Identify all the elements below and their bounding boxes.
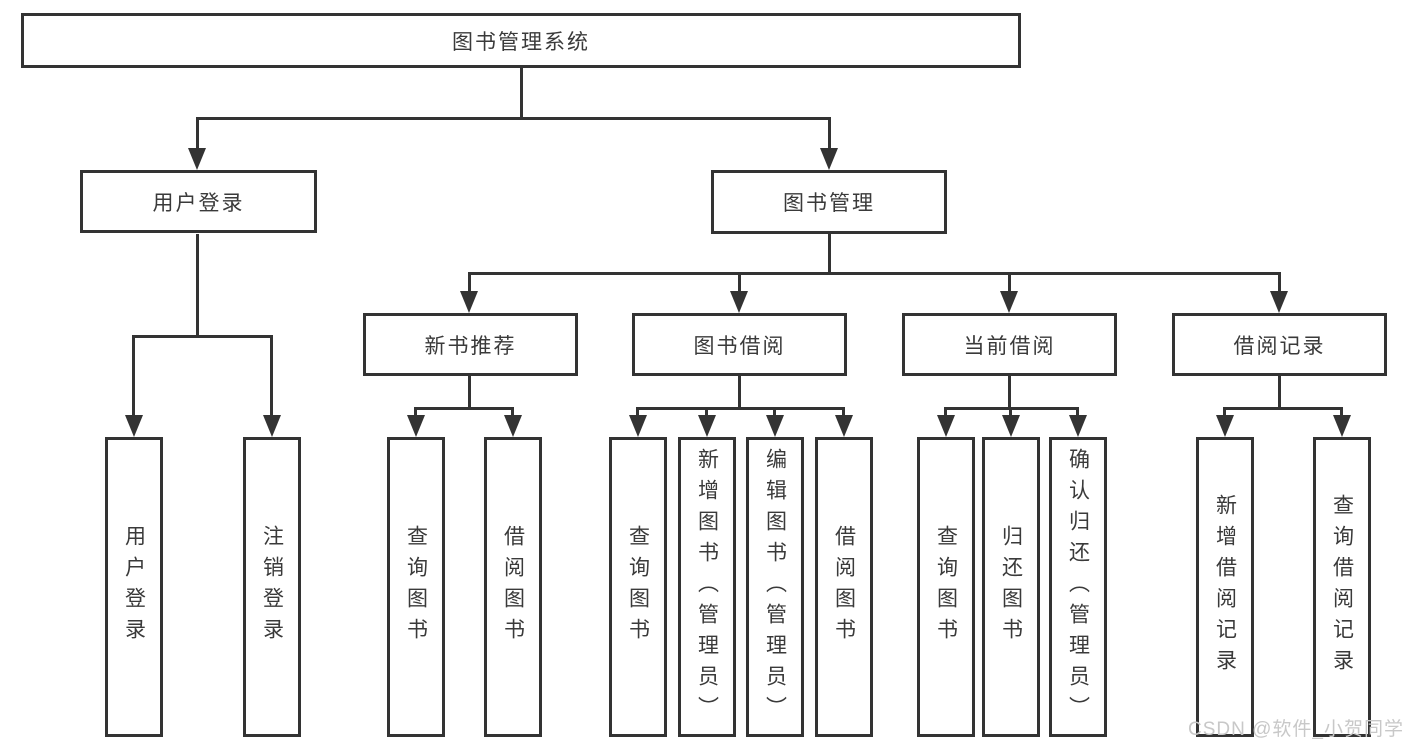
leaf-query-borrow-record-label: 查询借阅记录 bbox=[1330, 494, 1354, 680]
edge-book-borrow-rail bbox=[636, 407, 845, 410]
node-borrow-records: 借阅记录 bbox=[1172, 313, 1387, 376]
csdn-watermark: CSDN @软件_小贺同学 bbox=[1188, 719, 1404, 740]
node-user-login-label: 用户登录 bbox=[152, 191, 245, 215]
node-new-book-recommend: 新书推荐 bbox=[363, 313, 578, 376]
arrow-down-icon bbox=[1000, 291, 1018, 313]
edge-leaf-drop bbox=[1009, 407, 1012, 417]
arrow-down-icon bbox=[1002, 415, 1020, 437]
arrow-down-icon bbox=[937, 415, 955, 437]
arrow-down-icon bbox=[1270, 291, 1288, 313]
edge-book-mgmt-drop bbox=[828, 117, 831, 150]
leaf-borrow-books-label: 借阅图书 bbox=[832, 525, 856, 649]
edge-leaf-drop bbox=[842, 407, 845, 417]
edge-borrow-records-rail bbox=[1223, 407, 1343, 410]
arrow-down-icon bbox=[766, 415, 784, 437]
arrow-down-icon bbox=[504, 415, 522, 437]
edge-leaf-drop bbox=[1076, 407, 1079, 417]
arrow-down-icon bbox=[1069, 415, 1087, 437]
edge-leaf-drop bbox=[944, 407, 947, 417]
arrow-down-icon bbox=[188, 148, 206, 170]
arrow-down-icon bbox=[407, 415, 425, 437]
edge-leaf-drop bbox=[705, 407, 708, 417]
edge-user-login-stem bbox=[196, 234, 199, 338]
leaf-user-login: 用户登录 bbox=[105, 437, 163, 737]
leaf-borrow-books: 借阅图书 bbox=[484, 437, 542, 737]
leaf-borrow-books-label: 借阅图书 bbox=[501, 525, 525, 649]
leaf-query-books: 查询图书 bbox=[917, 437, 975, 737]
leaf-query-books: 查询图书 bbox=[609, 437, 667, 737]
leaf-confirm-return-admin: 确认归还（管理员） bbox=[1049, 437, 1107, 737]
edge-leaf-drop bbox=[773, 407, 776, 417]
edge-leaf-drop bbox=[511, 407, 514, 417]
leaf-query-books: 查询图书 bbox=[387, 437, 445, 737]
arrow-down-icon bbox=[820, 148, 838, 170]
edge-leaf-drop bbox=[1340, 407, 1343, 417]
leaf-return-books: 归还图书 bbox=[982, 437, 1040, 737]
arrow-down-icon bbox=[263, 415, 281, 437]
leaf-add-borrow-record-label: 新增借阅记录 bbox=[1213, 494, 1237, 680]
node-book-management: 图书管理 bbox=[711, 170, 947, 234]
arrow-down-icon bbox=[698, 415, 716, 437]
arrow-down-icon bbox=[629, 415, 647, 437]
node-root-label: 图书管理系统 bbox=[452, 30, 590, 54]
leaf-query-books-label: 查询图书 bbox=[404, 525, 428, 649]
edge-borrow-records-drop bbox=[1278, 272, 1281, 293]
leaf-edit-books-admin: 编辑图书（管理员） bbox=[746, 437, 804, 737]
leaf-logout-label: 注销登录 bbox=[260, 525, 284, 649]
arrow-down-icon bbox=[125, 415, 143, 437]
node-book-borrow-label: 图书借阅 bbox=[693, 334, 786, 358]
edge-new-book-drop bbox=[468, 272, 471, 293]
leaf-query-borrow-record: 查询借阅记录 bbox=[1313, 437, 1371, 737]
leaf-query-books-label: 查询图书 bbox=[934, 525, 958, 649]
leaf-confirm-return-admin-label: 确认归还（管理员） bbox=[1066, 447, 1090, 727]
arrow-down-icon bbox=[1216, 415, 1234, 437]
leaf-add-books-admin: 新增图书（管理员） bbox=[678, 437, 736, 737]
edge-root-stem bbox=[520, 68, 523, 120]
edge-user-login-drop bbox=[196, 117, 199, 150]
node-borrow-records-label: 借阅记录 bbox=[1233, 334, 1326, 358]
edge-leaf-drop bbox=[1223, 407, 1226, 417]
edge-new-book-rail bbox=[414, 407, 514, 410]
arrow-down-icon bbox=[1333, 415, 1351, 437]
edge-book-borrow-stem bbox=[738, 376, 741, 410]
node-book-management-label: 图书管理 bbox=[783, 192, 875, 215]
edge-user-leaf2-drop bbox=[270, 335, 273, 417]
node-new-book-recommend-label: 新书推荐 bbox=[424, 334, 517, 358]
edge-leaf-drop bbox=[414, 407, 417, 417]
edge-new-book-stem bbox=[468, 376, 471, 410]
edge-leaf-drop bbox=[636, 407, 639, 417]
leaf-add-borrow-record: 新增借阅记录 bbox=[1196, 437, 1254, 737]
edge-book-mgmt-stem bbox=[828, 234, 831, 275]
leaf-edit-books-admin-label: 编辑图书（管理员） bbox=[763, 447, 787, 727]
leaf-logout: 注销登录 bbox=[243, 437, 301, 737]
leaf-add-books-admin-label: 新增图书（管理员） bbox=[695, 447, 719, 727]
edge-level2-rail bbox=[196, 117, 831, 120]
edge-borrow-records-stem bbox=[1278, 376, 1281, 410]
node-book-borrow: 图书借阅 bbox=[632, 313, 847, 376]
arrow-down-icon bbox=[730, 291, 748, 313]
edge-level3-rail bbox=[468, 272, 1281, 275]
leaf-return-books-label: 归还图书 bbox=[999, 525, 1023, 649]
edge-user-leaves-rail bbox=[132, 335, 273, 338]
edge-user-leaf1-drop bbox=[132, 335, 135, 417]
arrow-down-icon bbox=[835, 415, 853, 437]
leaf-borrow-books: 借阅图书 bbox=[815, 437, 873, 737]
leaf-query-books-label: 查询图书 bbox=[626, 525, 650, 649]
leaf-user-login-label: 用户登录 bbox=[122, 525, 146, 649]
node-current-borrow-label: 当前借阅 bbox=[963, 334, 1056, 358]
node-current-borrow: 当前借阅 bbox=[902, 313, 1117, 376]
node-user-login: 用户登录 bbox=[80, 170, 317, 233]
arrow-down-icon bbox=[460, 291, 478, 313]
node-root-system: 图书管理系统 bbox=[21, 13, 1021, 68]
edge-current-borrow-drop bbox=[1008, 272, 1011, 293]
edge-book-borrow-drop bbox=[738, 272, 741, 293]
edge-current-borrow-stem bbox=[1008, 376, 1011, 410]
